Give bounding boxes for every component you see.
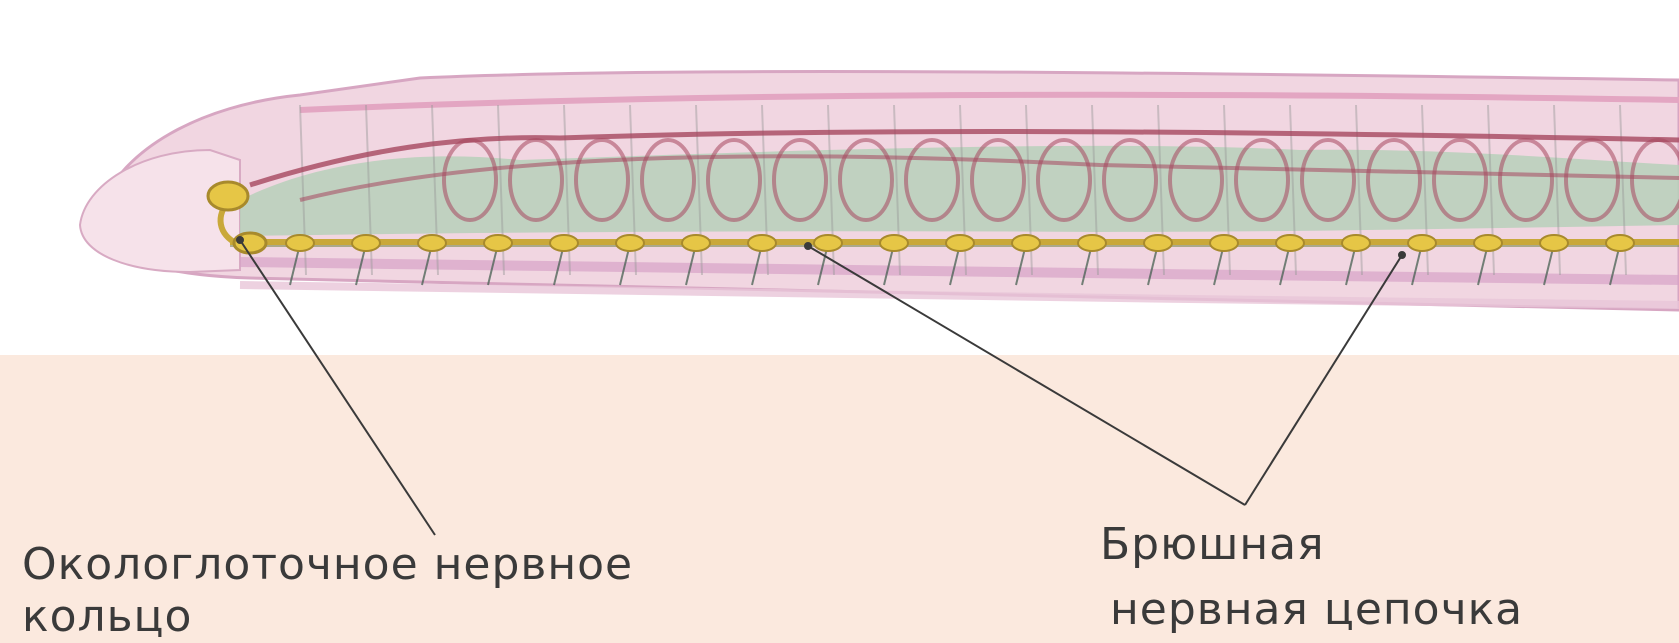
ventral-ganglia: [286, 235, 1634, 251]
ganglion-10: [946, 235, 974, 251]
ganglion-14: [1210, 235, 1238, 251]
label-pharyngeal-ring-line1: Окологлоточное нервное: [22, 540, 633, 590]
ganglion-0: [286, 235, 314, 251]
ganglion-12: [1078, 235, 1106, 251]
leader-dot-cord-b: [1399, 252, 1405, 258]
label-ventral-cord-line1: Брюшная: [1100, 520, 1325, 570]
ganglion-16: [1342, 235, 1370, 251]
ganglion-15: [1276, 235, 1304, 251]
ganglion-3: [484, 235, 512, 251]
cerebral-ganglion: [208, 182, 248, 210]
ganglion-5: [616, 235, 644, 251]
label-ventral-cord-line2: нервная цепочка: [1110, 585, 1523, 635]
ganglion-7: [748, 235, 776, 251]
ganglion-4: [550, 235, 578, 251]
label-pharyngeal-ring-line2: кольцо: [22, 592, 192, 642]
ganglion-1: [352, 235, 380, 251]
leader-dot-cord-a: [805, 243, 811, 249]
ganglion-18: [1474, 235, 1502, 251]
worm-body: [80, 72, 1679, 311]
ganglion-6: [682, 235, 710, 251]
ganglion-17: [1408, 235, 1436, 251]
ganglion-19: [1540, 235, 1568, 251]
ganglion-8: [814, 235, 842, 251]
ganglion-2: [418, 235, 446, 251]
leader-dot-ring: [237, 237, 243, 243]
ganglion-20: [1606, 235, 1634, 251]
ganglion-11: [1012, 235, 1040, 251]
ganglion-13: [1144, 235, 1172, 251]
ganglion-9: [880, 235, 908, 251]
